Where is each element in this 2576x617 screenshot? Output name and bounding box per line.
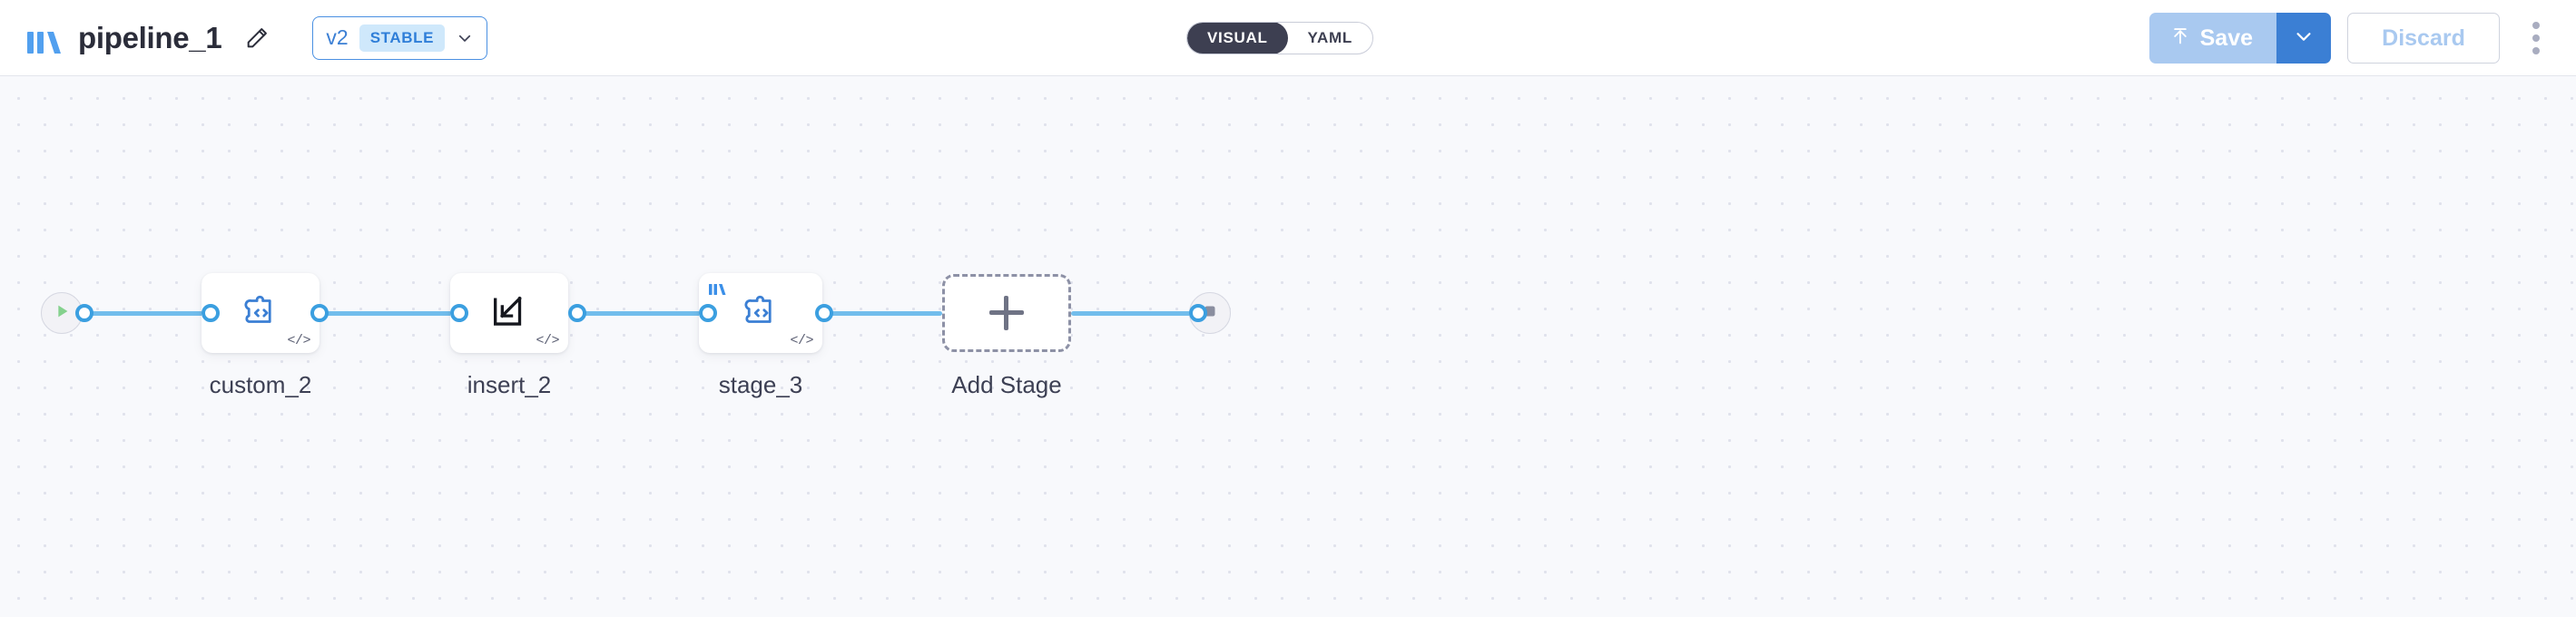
page-title: pipeline_1	[78, 20, 222, 54]
status-badge: STABLE	[359, 24, 446, 52]
version-selector[interactable]: v2 STABLE	[312, 15, 488, 60]
save-button-label: Save	[2199, 24, 2253, 51]
pipeline-canvas[interactable]: </> custom_2 </> insert_2	[0, 76, 2576, 617]
port-stage3-out[interactable]	[815, 304, 833, 322]
kebab-dot	[2532, 47, 2540, 54]
stage-node-custom_2[interactable]: </>	[202, 273, 320, 353]
stage-label-insert_2: insert_2	[467, 371, 552, 398]
pencil-icon[interactable]	[241, 23, 272, 54]
app-header: pipeline_1 v2 STABLE VISUAL YAML	[0, 0, 2576, 76]
pipeline-bars-logo-icon	[25, 23, 65, 54]
port-stage3-in[interactable]	[699, 304, 717, 322]
puzzle-code-icon	[740, 290, 782, 337]
tab-yaml[interactable]: YAML	[1307, 29, 1352, 46]
header-left-group: pipeline_1 v2 STABLE	[0, 15, 488, 60]
stage-node-stage_3[interactable]: </>	[699, 273, 822, 353]
port-insert2-in[interactable]	[450, 304, 468, 322]
version-label: v2	[326, 25, 349, 49]
port-insert2-out[interactable]	[568, 304, 586, 322]
view-mode-toggle[interactable]: VISUAL YAML	[1186, 22, 1373, 54]
chevron-down-icon	[456, 29, 474, 47]
save-split-button: Save	[2148, 13, 2331, 64]
upload-arrow-icon	[2171, 26, 2189, 50]
edge-stage3-to-addstage	[822, 311, 942, 316]
discard-button[interactable]: Discard	[2347, 13, 2500, 64]
add-stage-label: Add Stage	[951, 371, 1062, 398]
port-custom2-in[interactable]	[202, 304, 220, 322]
port-custom2-out[interactable]	[310, 304, 329, 322]
stop-square-icon	[1200, 301, 1220, 326]
code-tag-badge: </>	[536, 333, 559, 348]
tab-visual[interactable]: VISUAL	[1187, 23, 1288, 54]
save-button[interactable]: Save	[2148, 13, 2276, 64]
code-tag-badge: </>	[287, 333, 310, 348]
insert-arrow-box-icon	[488, 290, 530, 337]
edge-custom2-to-insert2	[318, 311, 459, 316]
kebab-dot	[2532, 22, 2540, 29]
pipeline-bars-logo-icon	[708, 279, 728, 296]
add-stage-button[interactable]	[942, 274, 1071, 352]
header-actions: Save Discard	[2148, 0, 2556, 76]
port-end-in[interactable]	[1189, 304, 1207, 322]
play-icon	[52, 301, 72, 326]
edge-insert2-to-stage3	[575, 311, 706, 316]
edge-start-to-custom2	[84, 311, 211, 316]
more-vertical-icon[interactable]	[2516, 13, 2556, 64]
stage-node-insert_2[interactable]: </>	[450, 273, 568, 353]
save-dropdown-button[interactable]	[2276, 13, 2331, 64]
stage-label-stage_3: stage_3	[718, 371, 803, 398]
stage-label-custom_2: custom_2	[209, 371, 312, 398]
kebab-dot	[2532, 34, 2540, 42]
plus-icon	[989, 296, 1024, 330]
chevron-down-icon	[2294, 26, 2314, 51]
edge-addstage-to-end	[1071, 311, 1198, 316]
code-tag-badge: </>	[790, 333, 813, 348]
port-start-out[interactable]	[75, 304, 93, 322]
puzzle-code-icon	[240, 290, 281, 337]
